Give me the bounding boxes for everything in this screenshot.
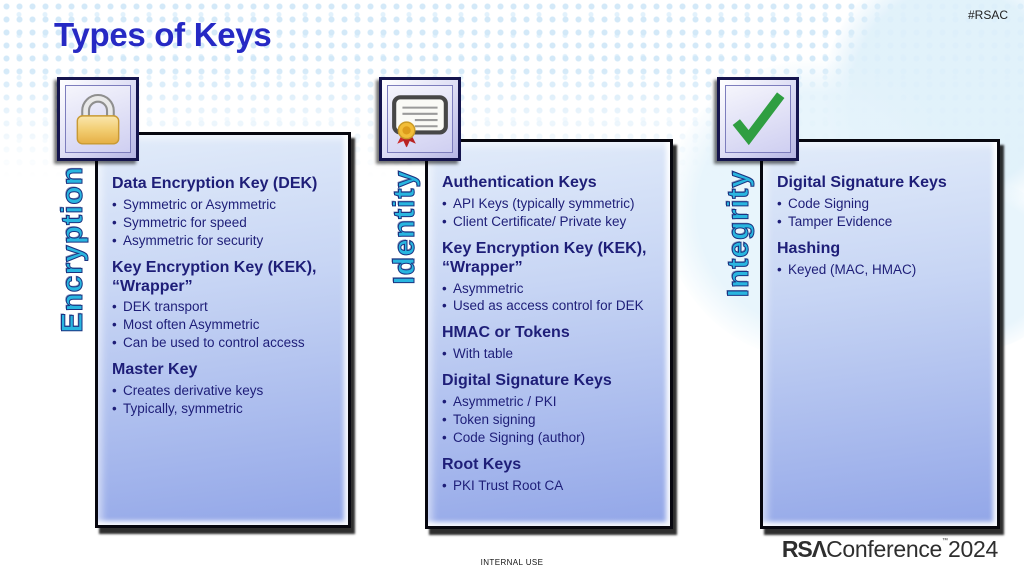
- bullet-item: DEK transport: [112, 298, 338, 316]
- section-heading: Key Encryption Key (KEK), “Wrapper”: [442, 239, 647, 276]
- section-heading: Data Encryption Key (DEK): [112, 175, 318, 192]
- bullet-item: Can be used to control access: [112, 334, 338, 352]
- bullet-list: PKI Trust Root CA: [442, 477, 660, 495]
- bullet-item: With table: [442, 345, 660, 363]
- checkmark-icon: [717, 77, 799, 161]
- logo-brand-bold: RSΛ: [781, 536, 827, 562]
- section-heading: Authentication Keys: [442, 174, 597, 191]
- padlock-icon: [57, 77, 139, 161]
- bullet-list: API Keys (typically symmetric)Client Cer…: [442, 195, 660, 231]
- bullet-item: PKI Trust Root CA: [442, 477, 660, 495]
- key-section: Master KeyCreates derivative keysTypical…: [112, 361, 338, 418]
- bullet-item: Most often Asymmetric: [112, 316, 338, 334]
- key-section: Key Encryption Key (KEK), “Wrapper” Asymm…: [442, 240, 660, 316]
- logo-year: 2024: [948, 536, 998, 562]
- bullet-item: Creates derivative keys: [112, 382, 338, 400]
- bullet-item: API Keys (typically symmetric): [442, 195, 660, 213]
- key-section: Data Encryption Key (DEK) Symmetric or As…: [112, 175, 338, 250]
- key-section: Key Encryption Key (KEK), “Wrapper”DEK t…: [112, 259, 338, 353]
- bullet-list: Symmetric or AsymmetricSymmetric for spe…: [112, 196, 338, 250]
- key-section: HMAC or TokensWith table: [442, 324, 660, 363]
- bullet-list: Code SigningTamper Evidence: [777, 195, 987, 231]
- logo-trademark: ™: [942, 538, 949, 544]
- bullet-item: Symmetric for speed: [112, 214, 338, 232]
- bullet-item: Asymmetric: [442, 280, 660, 298]
- key-section: Digital Signature KeysCode SigningTamper…: [777, 174, 987, 231]
- panel-content: Authentication KeysAPI Keys (typically s…: [428, 142, 670, 526]
- checkmark-icon-frame: [725, 85, 791, 153]
- section-heading: Key Encryption Key (KEK), “Wrapper”: [112, 258, 317, 295]
- column-label: Encryption: [56, 166, 90, 334]
- bullet-item: Code Signing: [777, 195, 987, 213]
- certificate-icon-frame: [387, 85, 453, 153]
- page-title: Types of Keys: [54, 16, 272, 53]
- section-heading: Master Key: [112, 361, 198, 379]
- bullet-item: Symmetric or Asymmetric: [112, 196, 338, 214]
- bullet-list: AsymmetricUsed as access control for DEK: [442, 280, 660, 316]
- bullet-item: Token signing: [442, 411, 660, 429]
- panel-encryption: Data Encryption Key (DEK) Symmetric or As…: [95, 132, 351, 528]
- key-section: Digital Signature KeysAsymmetric / PKITo…: [442, 372, 660, 447]
- bullet-item: Used as access control for DEK: [442, 297, 660, 315]
- hashtag-label: #RSAC: [967, 8, 1008, 22]
- bullet-list: Keyed (MAC, HMAC): [777, 261, 987, 279]
- bullet-list: Asymmetric / PKIToken signingCode Signin…: [442, 393, 660, 447]
- section-heading: HMAC or Tokens: [442, 324, 570, 342]
- certificate-icon: [379, 77, 461, 161]
- key-section: Root KeysPKI Trust Root CA: [442, 456, 660, 495]
- rsa-conference-logo: RSΛConference™2024: [782, 536, 998, 563]
- bullet-item: Tamper Evidence: [777, 213, 987, 231]
- bullet-list: Creates derivative keysTypically, symmet…: [112, 382, 338, 418]
- column-label: Identity: [388, 170, 422, 286]
- logo-brand-light: Conference: [826, 536, 943, 562]
- bullet-item: Asymmetric for security: [112, 232, 338, 250]
- section-heading: Digital Signature Keys: [442, 372, 612, 390]
- panel-identity: Authentication KeysAPI Keys (typically s…: [425, 139, 673, 529]
- section-heading: Hashing: [777, 239, 841, 257]
- bullet-item: Typically, symmetric: [112, 400, 338, 418]
- padlock-icon-frame: [65, 85, 131, 153]
- panel-content: Data Encryption Key (DEK) Symmetric or As…: [98, 135, 348, 525]
- column-label: Integrity: [722, 170, 756, 298]
- bullet-item: Keyed (MAC, HMAC): [777, 261, 987, 279]
- bullet-list: With table: [442, 345, 660, 363]
- key-section: HashingKeyed (MAC, HMAC): [777, 240, 987, 279]
- key-section: Authentication KeysAPI Keys (typically s…: [442, 174, 660, 231]
- panel-integrity: Digital Signature KeysCode SigningTamper…: [760, 139, 1000, 529]
- bullet-item: Code Signing (author): [442, 429, 660, 447]
- classification-note: INTERNAL USE: [480, 558, 544, 567]
- section-heading: Digital Signature Keys: [777, 174, 947, 191]
- bullet-list: DEK transportMost often AsymmetricCan be…: [112, 298, 338, 352]
- panel-content: Digital Signature KeysCode SigningTamper…: [763, 142, 997, 526]
- bullet-item: Asymmetric / PKI: [442, 393, 660, 411]
- bullet-item: Client Certificate/ Private key: [442, 213, 660, 231]
- section-heading: Root Keys: [442, 456, 522, 473]
